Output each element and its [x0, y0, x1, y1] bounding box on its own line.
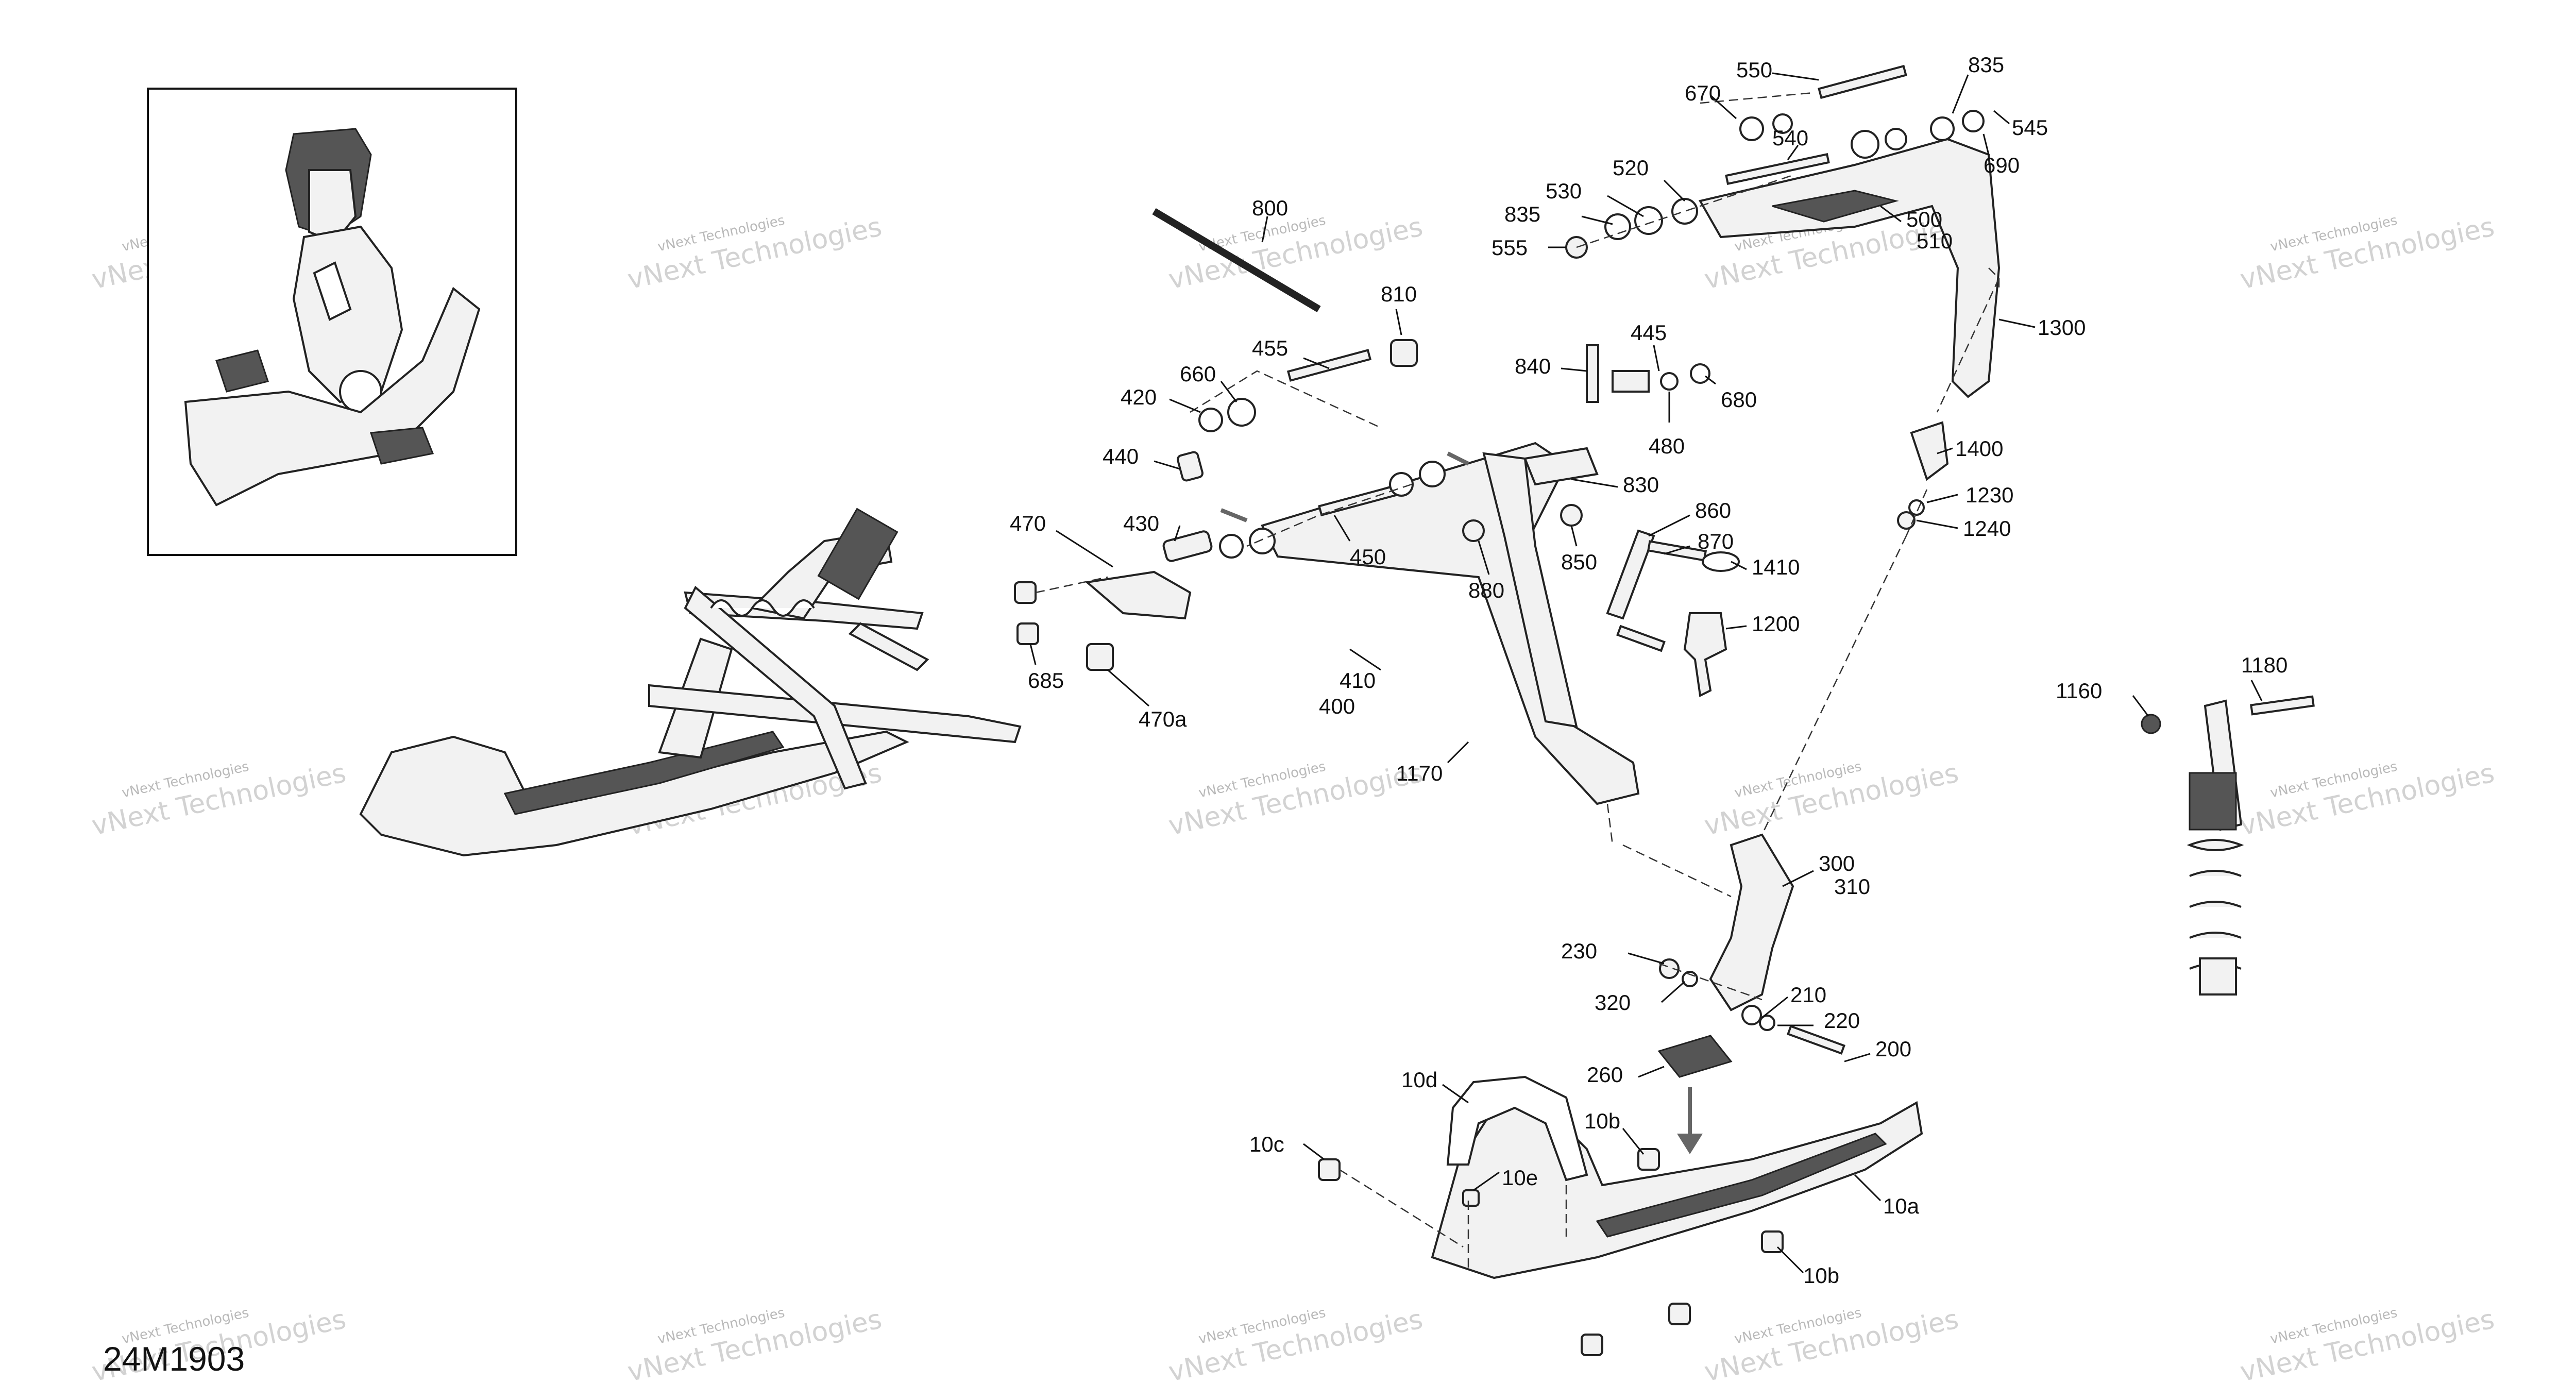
callout-830: 830 — [1623, 473, 1659, 497]
callout-530: 530 — [1546, 179, 1582, 203]
callout-1410: 1410 — [1752, 555, 1800, 579]
callout-10c: 10c — [1249, 1132, 1284, 1156]
callout-440: 440 — [1103, 444, 1139, 468]
callout-880: 880 — [1468, 578, 1504, 602]
callout-520: 520 — [1613, 156, 1649, 180]
callout-10a: 10a — [1883, 1194, 1920, 1218]
callout-200: 200 — [1875, 1037, 1911, 1061]
assembled-ski-suspension — [359, 508, 1022, 857]
callout-800: 800 — [1252, 196, 1288, 220]
callout-leaders — [1029, 72, 2263, 1274]
callout-1180: 1180 — [2241, 653, 2287, 677]
callout-510: 510 — [1917, 229, 1953, 253]
callout-320: 320 — [1595, 990, 1631, 1015]
callout-870: 870 — [1698, 529, 1734, 553]
callout-550: 550 — [1736, 58, 1772, 82]
callout-470a: 470a — [1139, 707, 1187, 731]
inset-shock-assembly — [184, 128, 481, 507]
callout-545: 545 — [2012, 115, 2048, 140]
callout-260: 260 — [1587, 1062, 1623, 1087]
callout-220: 220 — [1824, 1008, 1860, 1033]
callout-1300: 1300 — [2038, 315, 2086, 340]
callout-430: 430 — [1123, 511, 1159, 535]
callout-10d: 10d — [1401, 1068, 1437, 1092]
callout-470: 470 — [1010, 511, 1046, 535]
callout-450: 450 — [1350, 545, 1386, 569]
callout-1160: 1160 — [2056, 679, 2102, 703]
callout-810: 810 — [1381, 282, 1417, 306]
callout-685: 685 — [1028, 668, 1064, 693]
callout-690: 690 — [1984, 153, 2020, 177]
callout-670: 670 — [1685, 81, 1721, 105]
callout-850: 850 — [1561, 550, 1597, 574]
callout-10b-lower: 10b — [1803, 1263, 1839, 1288]
callout-300: 300 — [1819, 851, 1855, 875]
callout-420: 420 — [1121, 385, 1157, 409]
callout-1240: 1240 — [1963, 516, 2011, 541]
callout-680: 680 — [1721, 387, 1757, 412]
callout-835-mid: 835 — [1504, 202, 1540, 226]
callout-labels: 550 835 670 540 545 690 520 530 835 555 … — [1010, 53, 2287, 1288]
callout-480: 480 — [1649, 434, 1685, 458]
callout-1170: 1170 — [1396, 761, 1443, 785]
callout-1400: 1400 — [1955, 436, 2003, 461]
callout-1230: 1230 — [1965, 483, 2013, 507]
diagram-code: 24M1903 — [103, 1340, 245, 1378]
assembly-dashed-lines — [1035, 92, 2000, 1268]
callout-445: 445 — [1631, 321, 1667, 345]
callout-660: 660 — [1180, 362, 1216, 386]
callout-10b-upper: 10b — [1584, 1109, 1620, 1133]
callout-540: 540 — [1772, 126, 1808, 150]
callout-860: 860 — [1695, 498, 1731, 522]
callout-400: 400 — [1319, 694, 1355, 718]
callout-410: 410 — [1340, 668, 1376, 693]
callout-455: 455 — [1252, 336, 1288, 360]
inset-overview-box — [147, 88, 517, 556]
callout-230: 230 — [1561, 939, 1597, 963]
callout-10e: 10e — [1502, 1166, 1538, 1190]
callout-840: 840 — [1515, 354, 1551, 378]
callout-1200: 1200 — [1752, 612, 1800, 636]
callout-835-top: 835 — [1968, 53, 2004, 77]
callout-555: 555 — [1492, 235, 1528, 260]
callout-210: 210 — [1790, 983, 1826, 1007]
callout-310: 310 — [1834, 874, 1870, 899]
callout-500: 500 — [1906, 207, 1942, 231]
